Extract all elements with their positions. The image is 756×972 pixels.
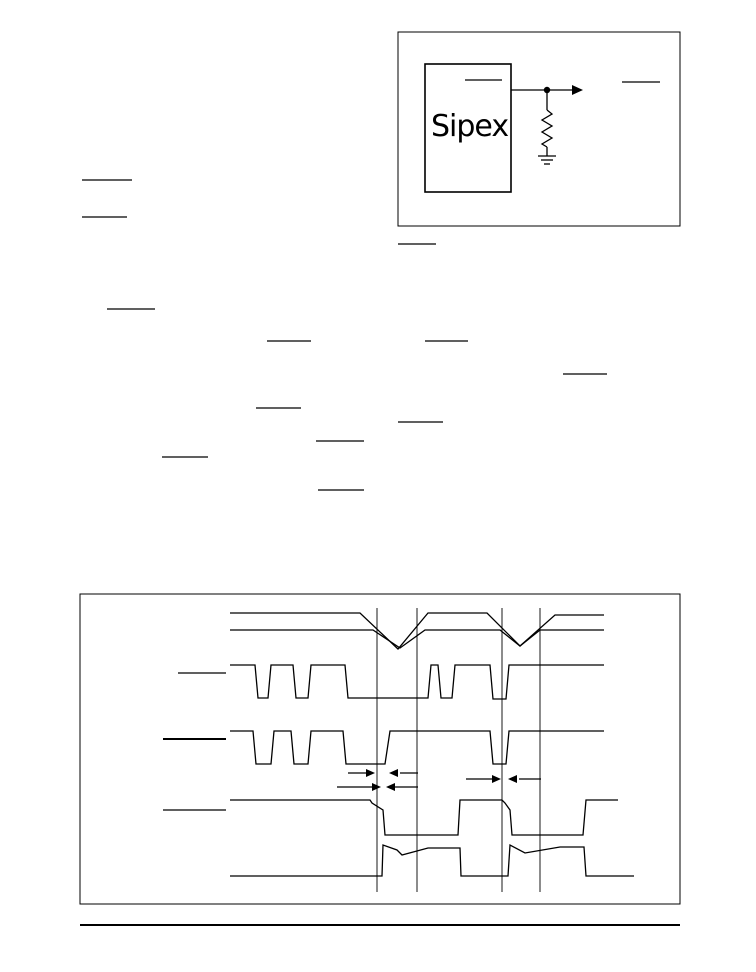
trace-5 bbox=[230, 843, 634, 877]
timing-diagram bbox=[79, 593, 681, 905]
trace-2 bbox=[230, 664, 604, 700]
ground-symbol bbox=[538, 155, 556, 165]
timing-diagram-frame bbox=[79, 593, 681, 905]
circuit-figure-frame bbox=[397, 31, 681, 227]
trace-3 bbox=[230, 730, 604, 765]
ic-block bbox=[424, 63, 512, 193]
sipex-logo: Sipex bbox=[431, 109, 508, 144]
circuit-figure: Sipex bbox=[397, 31, 681, 227]
output-arrow bbox=[572, 85, 583, 95]
timing-arrows bbox=[337, 769, 541, 791]
differential-trace bbox=[230, 612, 604, 650]
trace-4 bbox=[230, 799, 618, 836]
pull-down-resistor bbox=[540, 109, 554, 148]
right-column-overlines bbox=[398, 243, 607, 423]
left-column-overlines bbox=[82, 179, 364, 491]
